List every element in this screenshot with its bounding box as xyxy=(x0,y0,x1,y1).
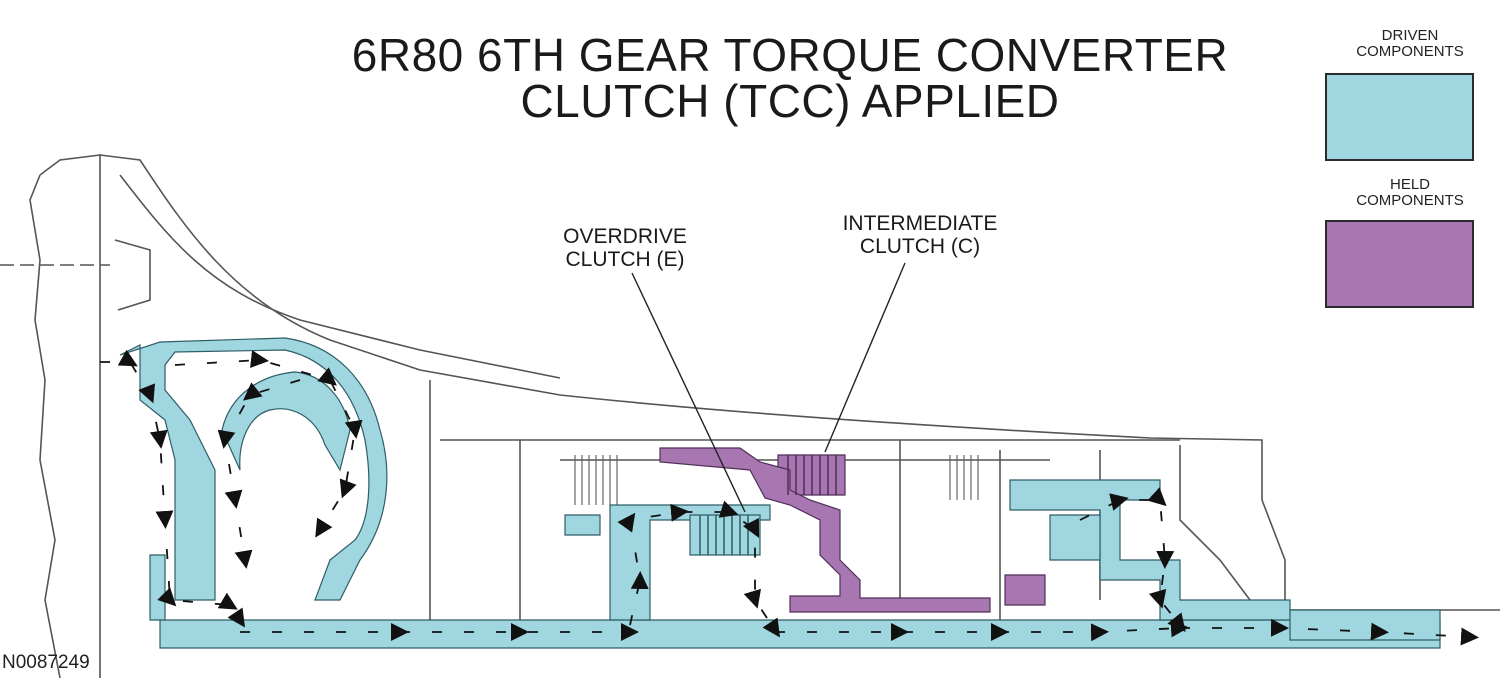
held-block xyxy=(1004,574,1046,606)
input-shaft-hub xyxy=(149,554,166,621)
leader-lines xyxy=(631,262,906,513)
rear-ring-gear xyxy=(1049,514,1101,561)
diagram-title: 6R80 6TH GEAR TORQUE CONVERTER CLUTCH (T… xyxy=(300,32,1280,124)
legend-driven-label: DRIVEN COMPONENTS xyxy=(1356,27,1464,60)
torque-converter-turbine xyxy=(221,371,351,472)
title-line-1: 6R80 6TH GEAR TORQUE CONVERTER xyxy=(351,29,1229,81)
intermediate-clutch-label: INTERMEDIATE CLUTCH (C) xyxy=(842,212,998,258)
intermediate-hub xyxy=(564,514,601,536)
legend-held-label: HELD COMPONENTS xyxy=(1356,176,1464,209)
overdrive-clutch-label: OVERDRIVE CLUTCH (E) xyxy=(563,225,687,271)
output-shaft xyxy=(159,619,1441,649)
held-shell xyxy=(659,447,991,613)
clutch-pack-outlines xyxy=(574,455,979,505)
shaft-extension xyxy=(1289,609,1441,641)
intermediate-clutch-plates xyxy=(787,455,837,495)
title-line-2: CLUTCH (TCC) APPLIED xyxy=(520,75,1060,127)
diagram-id: N0087249 xyxy=(2,652,90,673)
legend-held-swatch xyxy=(1325,220,1474,308)
power-flow-arrows xyxy=(100,349,1479,646)
legend-driven-swatch xyxy=(1325,73,1474,161)
